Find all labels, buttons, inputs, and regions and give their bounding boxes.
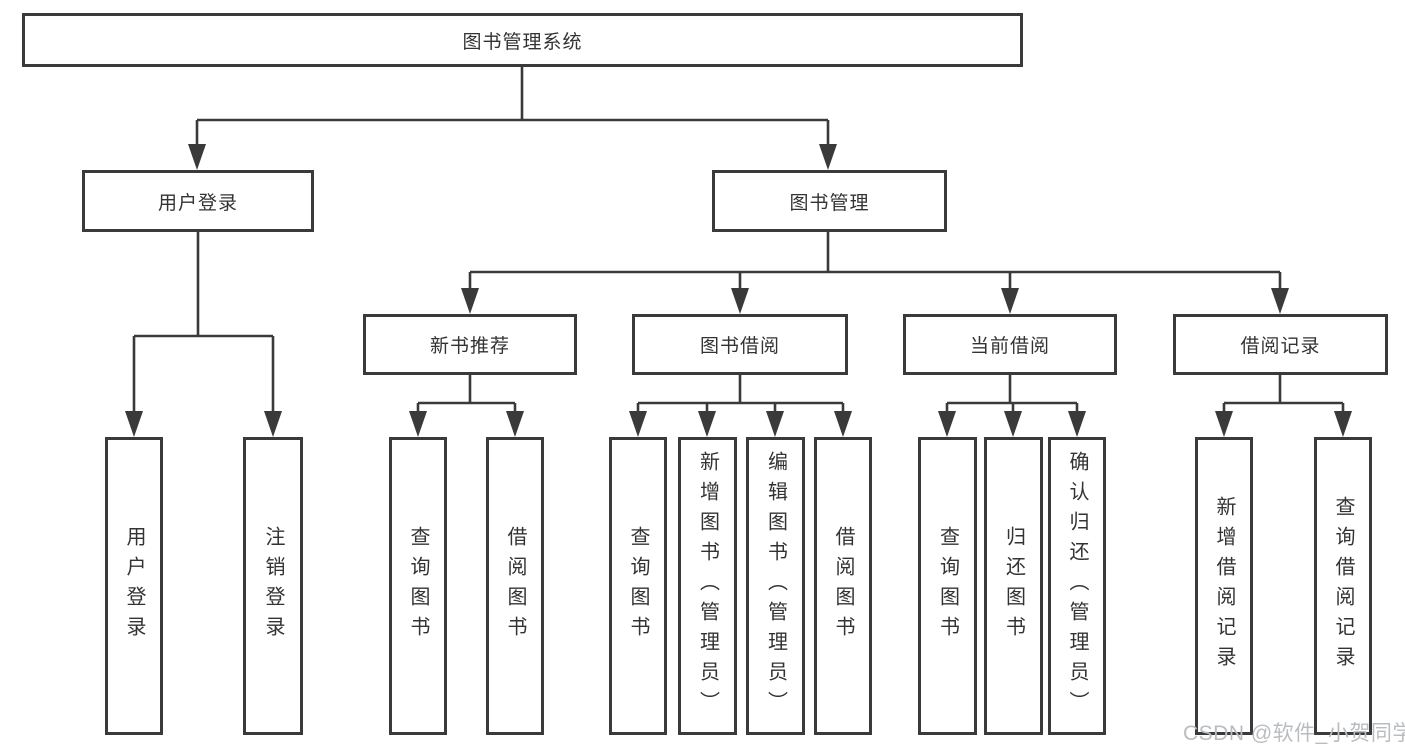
node-current-borrow: 当前借阅	[903, 314, 1117, 375]
leaf-edit-book-admin-label: 编辑图书（管理员）	[764, 451, 787, 721]
leaf-user-login: 用户登录	[105, 437, 163, 735]
node-root: 图书管理系统	[22, 13, 1023, 67]
leaf-query-books-recommend-label: 查询图书	[407, 526, 429, 646]
leaf-borrow-books: 借阅图书	[814, 437, 872, 735]
leaf-query-borrow-record-label: 查询借阅记录	[1332, 496, 1354, 676]
leaf-user-login-label: 用户登录	[123, 526, 145, 646]
node-new-book-recommend: 新书推荐	[363, 314, 577, 375]
leaf-add-book-admin: 新增图书（管理员）	[678, 437, 737, 735]
leaf-query-books-recommend: 查询图书	[389, 437, 447, 735]
node-borrow-records-label: 借阅记录	[1240, 336, 1321, 357]
node-book-borrow: 图书借阅	[632, 314, 848, 375]
leaf-confirm-return-admin: 确认归还（管理员）	[1048, 437, 1106, 735]
leaf-return-book: 归还图书	[984, 437, 1043, 735]
node-root-label: 图书管理系统	[462, 31, 583, 53]
leaf-logout-label: 注销登录	[262, 526, 284, 646]
leaf-add-borrow-record-label: 新增借阅记录	[1213, 496, 1235, 676]
leaf-query-books-borrow-label: 查询图书	[627, 526, 649, 646]
leaf-return-book-label: 归还图书	[1002, 526, 1025, 646]
node-book-management-label: 图书管理	[789, 192, 870, 214]
leaf-query-borrow-record: 查询借阅记录	[1314, 437, 1372, 735]
leaf-borrow-books-recommend-label: 借阅图书	[504, 526, 526, 646]
node-borrow-records: 借阅记录	[1173, 314, 1388, 375]
leaf-borrow-books-label: 借阅图书	[832, 526, 854, 646]
leaf-add-book-admin-label: 新增图书（管理员）	[696, 451, 719, 721]
leaf-logout: 注销登录	[243, 437, 303, 735]
node-current-borrow-label: 当前借阅	[969, 336, 1050, 357]
node-book-borrow-label: 图书借阅	[699, 336, 780, 357]
leaf-query-books-current-label: 查询图书	[936, 526, 959, 646]
node-book-management: 图书管理	[712, 170, 947, 232]
node-new-book-recommend-label: 新书推荐	[429, 336, 510, 357]
leaf-confirm-return-admin-label: 确认归还（管理员）	[1066, 451, 1088, 721]
node-user-login: 用户登录	[82, 170, 314, 232]
watermark: CSDN @软件_小贺同学	[1183, 722, 1405, 745]
leaf-edit-book-admin: 编辑图书（管理员）	[746, 437, 805, 735]
leaf-borrow-books-recommend: 借阅图书	[486, 437, 544, 735]
node-user-login-label: 用户登录	[157, 192, 238, 214]
leaf-query-books-current: 查询图书	[918, 437, 977, 735]
leaf-query-books-borrow: 查询图书	[609, 437, 667, 735]
leaf-add-borrow-record: 新增借阅记录	[1195, 437, 1253, 735]
